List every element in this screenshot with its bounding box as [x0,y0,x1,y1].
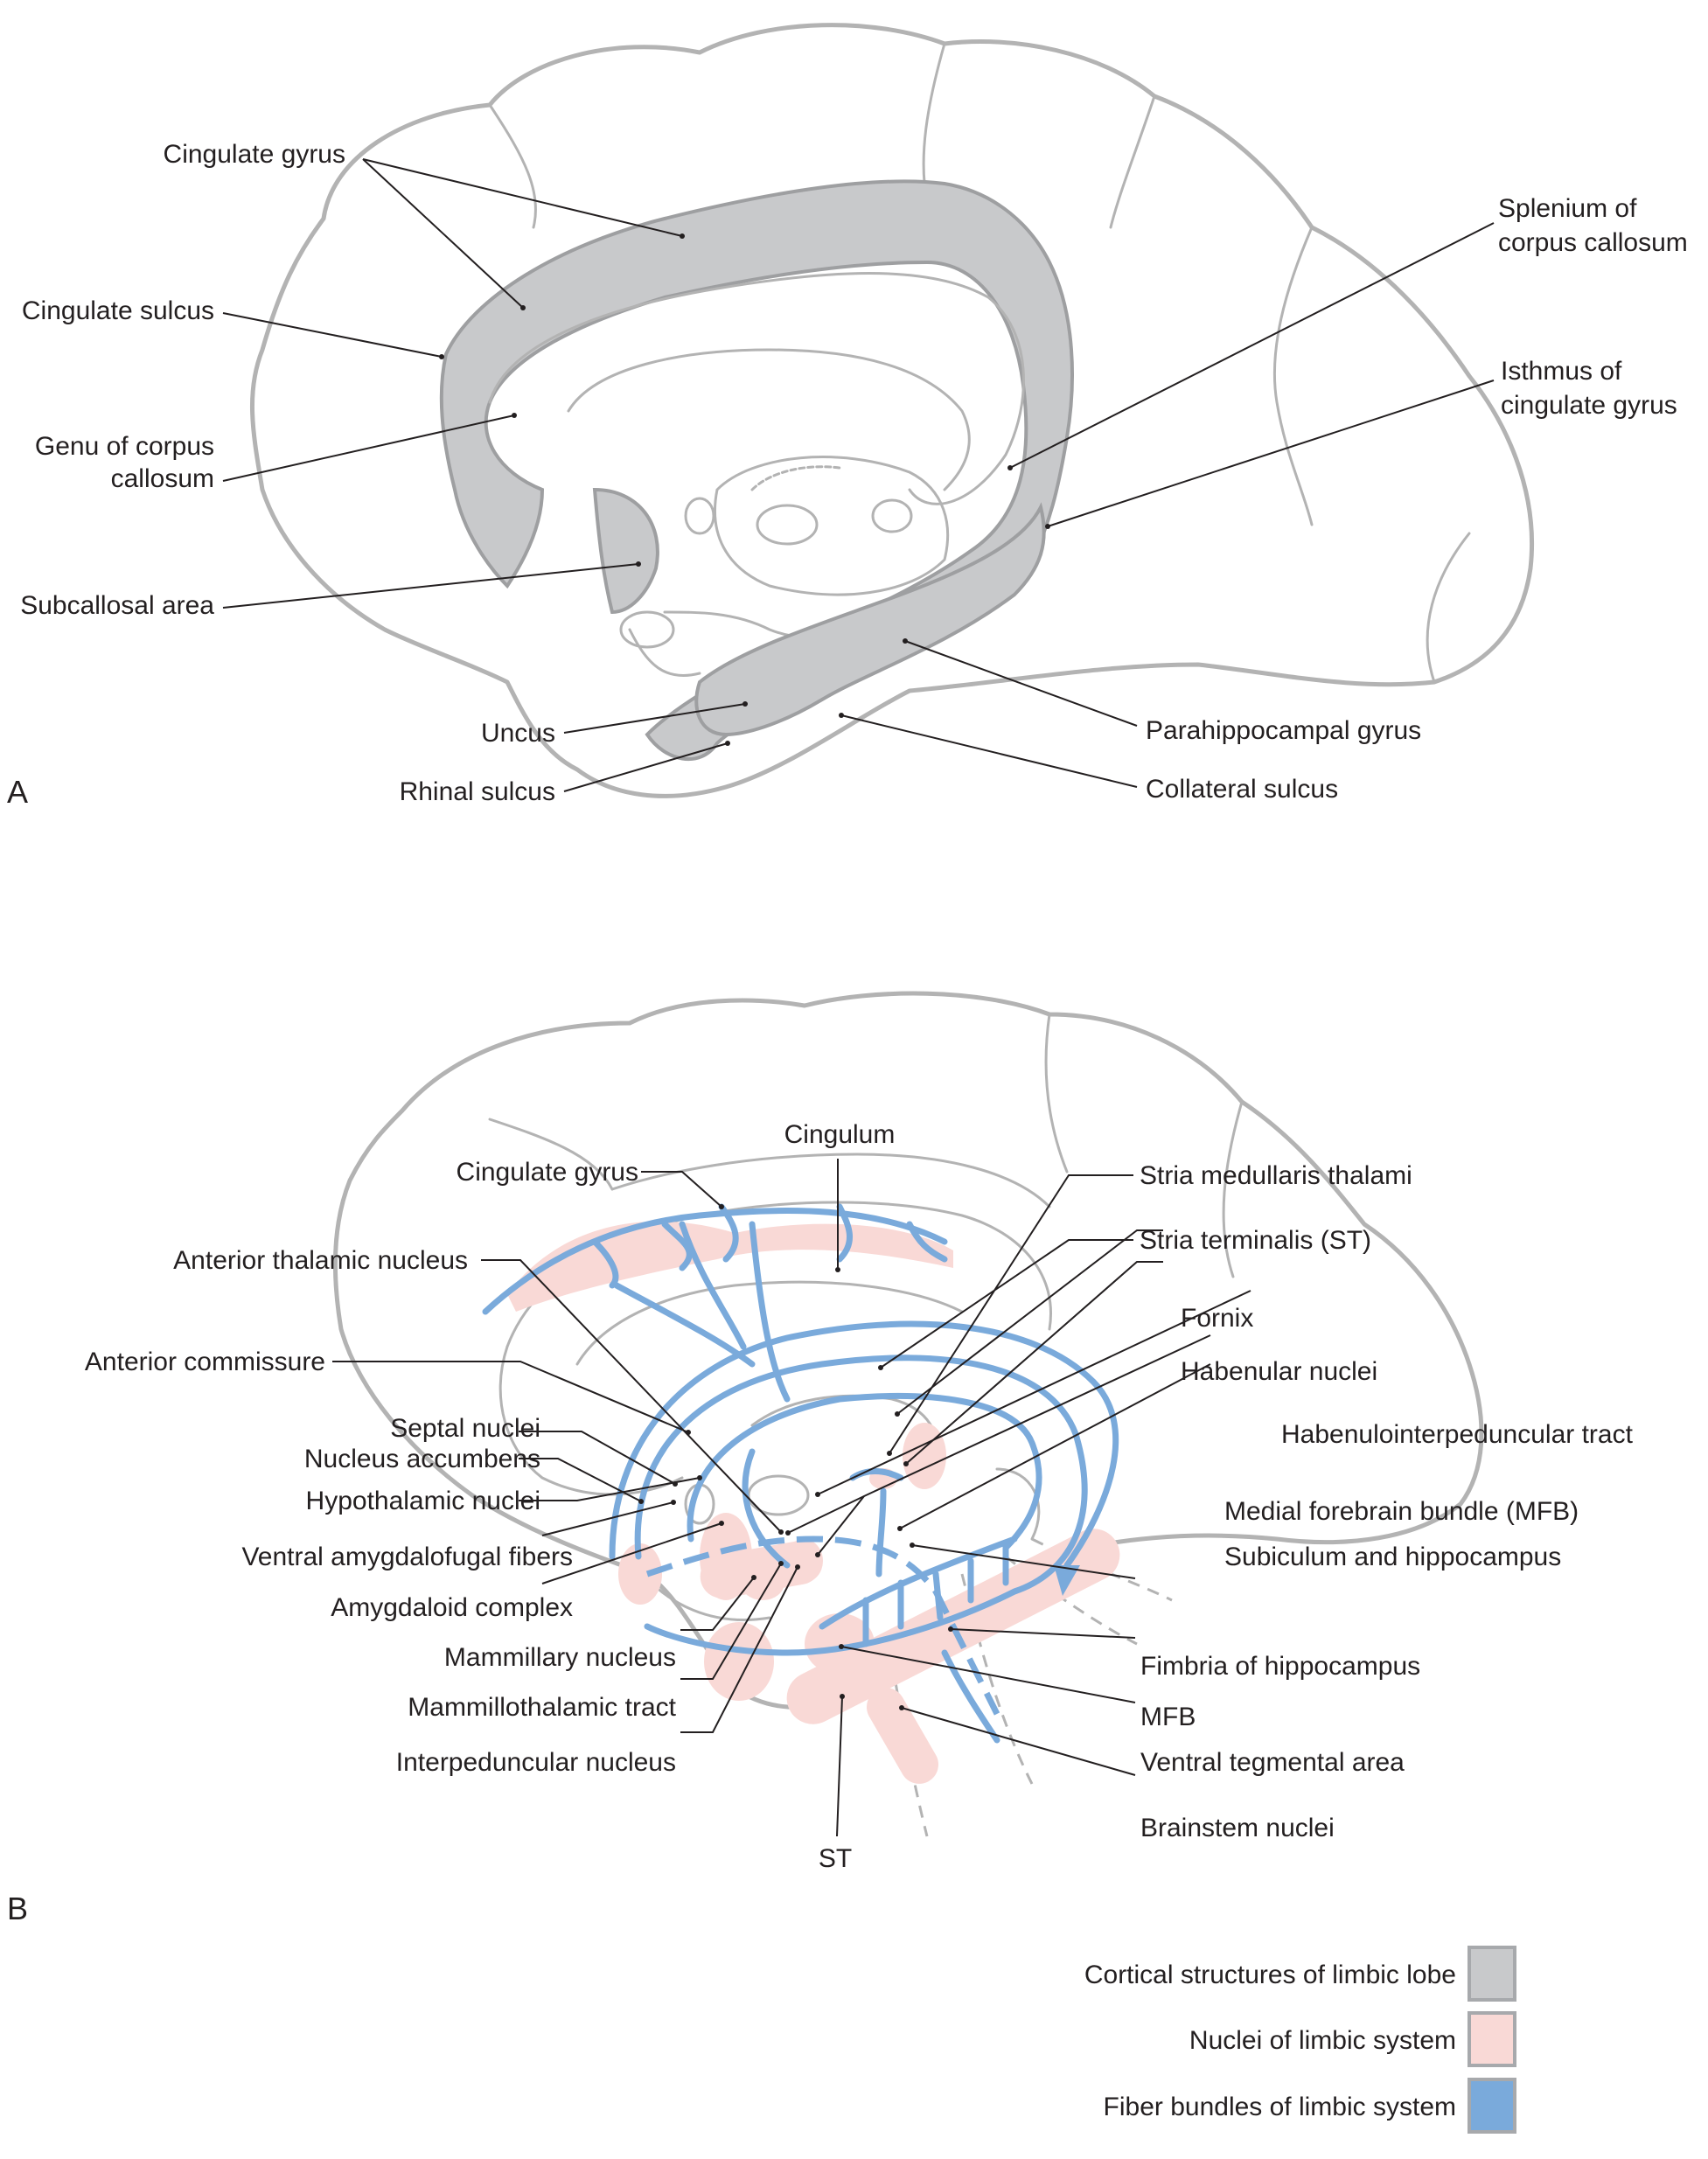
label-ventral-tegmental-area: Ventral tegmental area [1140,1748,1405,1777]
label-anterior-commissure: Anterior commissure [85,1348,325,1376]
label-amygdaloid-complex: Amygdaloid complex [331,1593,573,1622]
legend-label-cortical: Cortical structures of limbic lobe [1084,1961,1456,1989]
label-parahippocampal-gyrus: Parahippocampal gyrus [1146,716,1421,745]
panel-b-label: B [7,1891,28,1926]
fiber-arrowhead [1054,1565,1080,1596]
fornix-inner-fiber [742,1448,791,1569]
label-isthmus-line2: cingulate gyrus [1501,391,1677,420]
label-genu-line2: callosum [111,464,214,493]
parahippocampal-gyrus-region [694,502,1046,737]
label-mammillary-nucleus: Mammillary nucleus [444,1643,676,1672]
stria-terminalis-fiber [634,1355,1088,1656]
label-stria-medullaris-thalami: Stria medullaris thalami [1140,1161,1412,1190]
label-anterior-thalamic-nucleus: Anterior thalamic nucleus [173,1246,468,1275]
legend-swatch-nuclei [1467,2011,1516,2067]
legend-swatch-fibers [1467,2078,1516,2134]
label-cingulate-gyrus-b: Cingulate gyrus [457,1158,638,1187]
fimbria-fiber [819,1536,1018,1630]
medial-forebrain-bundle-fiber [645,1536,1000,1716]
label-isthmus-line1: Isthmus of [1501,357,1622,386]
anterior-thalamic-nucleus-shape [903,1423,946,1489]
panel-a-leaders [222,158,1495,792]
label-rhinal-sulcus: Rhinal sulcus [400,777,555,806]
subcallosal-area-region [592,487,659,615]
legend: Cortical structures of limbic lobe Nucle… [1084,1946,1516,2134]
label-cingulum: Cingulum [784,1120,896,1149]
label-septal-nuclei: Septal nuclei [390,1414,540,1443]
label-subcallosal-area: Subcallosal area [20,591,214,620]
label-nucleus-accumbens: Nucleus accumbens [304,1445,540,1473]
label-interpeduncular-nucleus: Interpeduncular nucleus [396,1748,676,1777]
cingulate-gyrus-nucleus-band [507,1221,953,1312]
interpeduncular-nucleus-shape [784,1539,823,1583]
nucleus-accumbens-shape [618,1543,662,1605]
panel-a: Cingulate gyrus Cingulate sulcus Genu of… [7,23,1688,810]
amygdaloid-complex-shape [704,1622,774,1701]
limbic-fiber-bundles [482,1203,1119,1744]
label-habenular-nuclei: Habenular nuclei [1181,1357,1377,1386]
stria-terminalis-outer-fiber [609,1320,1119,1569]
label-cingulate-sulcus: Cingulate sulcus [22,296,214,325]
panel-a-label: A [7,774,28,810]
label-fimbria-of-hippocampus: Fimbria of hippocampus [1140,1652,1420,1681]
legend-swatch-cortical [1467,1946,1516,2002]
label-medial-forebrain-bundle: Medial forebrain bundle (MFB) [1224,1497,1579,1526]
label-mammillothalamic-tract: Mammillothalamic tract [408,1693,676,1722]
corpus-callosum-outline [488,272,1025,505]
panel-b-brain-outline [332,991,1484,1710]
label-collateral-sulcus: Collateral sulcus [1146,775,1338,804]
habenulointerpeduncular-tract-fiber [875,1487,887,1577]
label-subiculum-hippocampus: Subiculum and hippocampus [1224,1543,1561,1571]
brainstem-nuclei-shape [867,1688,938,1784]
mfb-descending-fiber [941,1649,1000,1744]
label-mfb: MFB [1140,1703,1196,1731]
label-splenium-line1: Splenium of [1498,194,1637,223]
label-brainstem-nuclei: Brainstem nuclei [1140,1814,1335,1842]
panel-b-leaders [332,1159,1251,1837]
label-stria-terminalis: Stria terminalis (ST) [1140,1226,1371,1255]
panel-a-brain-outline [250,23,1535,798]
label-uncus: Uncus [481,719,555,748]
label-genu-line1: Genu of corpus [35,432,214,461]
panel-b: Cingulum Cingulate gyrus Anterior thalam… [7,991,1634,1926]
label-habenulointerpeduncular-tract: Habenulointerpeduncular tract [1281,1420,1634,1449]
label-splenium-line2: corpus callosum [1498,228,1688,257]
legend-label-nuclei: Nuclei of limbic system [1189,2026,1456,2055]
label-cingulate-gyrus: Cingulate gyrus [164,140,345,169]
mammillary-nucleus-shape [741,1565,784,1600]
label-st: ST [819,1844,852,1873]
fornix-fiber [687,1393,1042,1551]
label-ventral-amygdalofugal-fibers: Ventral amygdalofugal fibers [241,1543,573,1571]
label-fornix: Fornix [1181,1304,1253,1333]
label-hypothalamic-nuclei: Hypothalamic nuclei [306,1487,540,1515]
legend-label-fibers: Fiber bundles of limbic system [1104,2093,1456,2121]
cingulum-fiber [482,1207,948,1315]
